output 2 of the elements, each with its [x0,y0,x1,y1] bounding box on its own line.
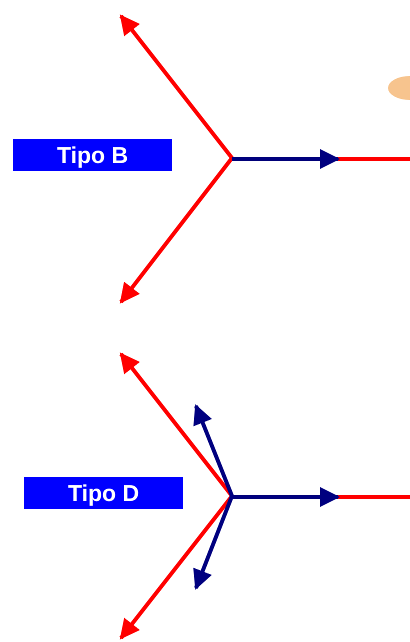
type-label: Tipo D [24,477,183,509]
type-label: Tipo B [13,139,172,171]
